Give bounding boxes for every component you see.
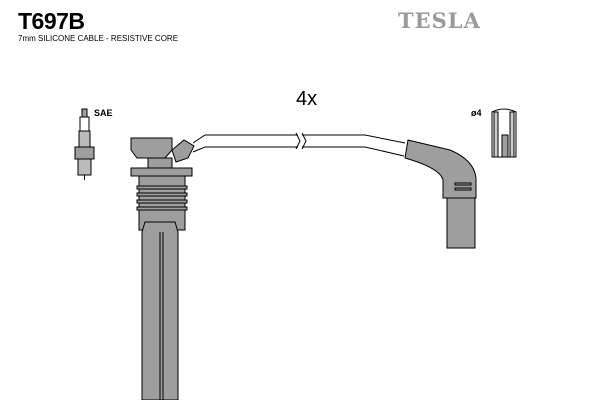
spark-plug-boot: [404, 139, 477, 249]
brand-logo: TESLA: [398, 8, 481, 33]
plug-type-label: SAE: [94, 108, 113, 118]
part-number: T697B: [18, 8, 85, 34]
cable: [192, 132, 406, 157]
cable-description: 7mm SILICONE CABLE - RESISTIVE CORE: [18, 34, 179, 43]
coil-boot: [130, 137, 195, 400]
terminal-diameter-label: ø4: [471, 108, 482, 118]
terminal-icon: [491, 108, 517, 158]
quantity-label: 4x: [296, 88, 318, 110]
spark-plug-icon: [74, 108, 95, 180]
